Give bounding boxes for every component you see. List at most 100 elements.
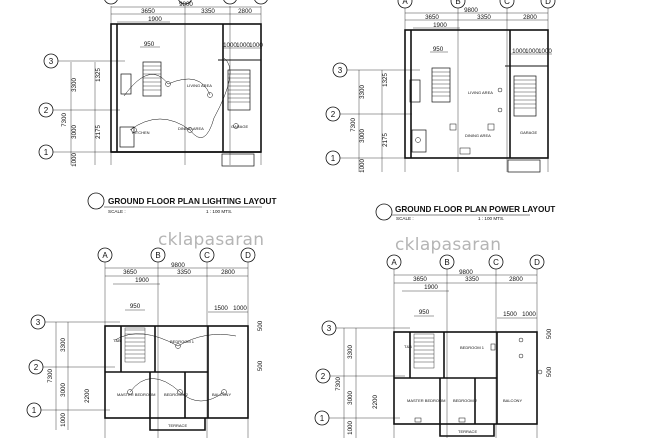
row-grid-bubbles: 3 2 1 xyxy=(26,314,120,418)
room-label: GARAGE xyxy=(520,130,537,135)
room-label: LIVING AREA xyxy=(187,83,212,88)
dim-label: 1000 xyxy=(249,42,263,49)
plan-ground-power: A B C D 3 2 1 9800 3650 3350 2800 190 xyxy=(325,0,556,221)
power-outlets xyxy=(415,87,503,155)
dim-label: 1325 xyxy=(95,68,102,82)
stair xyxy=(432,71,536,109)
column-grid-label: B xyxy=(455,0,460,6)
dim-label: 2800 xyxy=(523,14,537,21)
lighting-circuit xyxy=(114,333,237,402)
dim-label: 1900 xyxy=(135,277,149,284)
walls xyxy=(110,23,262,167)
dim-label: 1500 xyxy=(214,305,228,312)
dim-label: 2200 xyxy=(84,389,91,403)
room-label: KITCHEN xyxy=(132,130,150,135)
room-label: MASTER BEDROOM xyxy=(117,392,155,397)
watermark: cklapasaran xyxy=(395,235,501,255)
dim-label: 950 xyxy=(144,41,155,48)
row-grid-label: 2 xyxy=(321,372,326,381)
dimension-strings: 9800 3650 3350 2800 1900 950 1500 1000 7… xyxy=(47,262,264,430)
dim-label: 3350 xyxy=(177,269,191,276)
room-label: BALCONY xyxy=(212,392,231,397)
dim-label: 3000 xyxy=(359,129,366,143)
dim-label: 2800 xyxy=(509,276,523,283)
power-outlets xyxy=(414,337,543,423)
dim-label: 2800 xyxy=(238,8,252,15)
row-grid-label: 3 xyxy=(327,324,332,333)
dim-label: 9800 xyxy=(179,1,193,8)
row-grid-label: 2 xyxy=(34,363,39,372)
walls xyxy=(404,29,549,173)
dim-label: 950 xyxy=(130,303,141,310)
walls xyxy=(104,325,249,431)
column-grid-label: B xyxy=(444,258,449,267)
column-grid-label: D xyxy=(245,251,251,260)
dim-label: 500 xyxy=(546,366,553,377)
lighting-circuit xyxy=(123,57,239,138)
room-label: BALCONY xyxy=(503,398,522,403)
room-label: BEDROOM 1 xyxy=(170,339,195,344)
walls xyxy=(393,331,538,437)
room-label: GARAGE xyxy=(231,124,248,129)
row-grid-label: 3 xyxy=(36,318,41,327)
dim-label: 1000 xyxy=(236,42,250,49)
dim-label: 1000 xyxy=(522,311,536,318)
room-label: DINING AREA xyxy=(465,133,491,138)
column-grid-label: C xyxy=(204,251,210,260)
title-block: GROUND FLOOR PLAN POWER LAYOUT SCALE : 1… xyxy=(375,203,555,221)
dim-label: 1000 xyxy=(347,421,354,435)
plan-ground-lighting: 3 2 1 9800 3650 3350 2800 1900 950 1000 … xyxy=(38,0,276,214)
row-grid-bubbles: 3 2 1 xyxy=(325,62,420,166)
row-grid-bubbles: 3 2 1 xyxy=(314,320,410,426)
stair xyxy=(413,333,435,369)
title-block: GROUND FLOOR PLAN LIGHTING LAYOUT SCALE … xyxy=(87,192,276,214)
room-label: TERRACE xyxy=(458,429,477,434)
dim-label: 2175 xyxy=(382,133,389,147)
dim-label: 950 xyxy=(433,46,444,53)
scale-label: SCALE : xyxy=(396,216,414,221)
dimension-strings: 9800 3650 3350 2800 1900 950 1000 1000 1… xyxy=(61,1,263,167)
dim-label: 3000 xyxy=(71,125,78,139)
dim-label: 9800 xyxy=(171,262,185,269)
dim-label: 1900 xyxy=(433,22,447,29)
column-grid-bubbles: A B C D xyxy=(397,0,556,172)
plan-second-lighting: A B C D 3 2 1 9800 3650 3350 2800 190 xyxy=(26,247,264,438)
dim-label: 3300 xyxy=(71,78,78,92)
dim-label: 1000 xyxy=(71,153,78,167)
row-grid-label: 1 xyxy=(44,148,49,157)
row-grid-label: 3 xyxy=(338,66,343,75)
dim-label: 7300 xyxy=(47,369,54,383)
dim-label: 3350 xyxy=(477,14,491,21)
row-grid-label: 1 xyxy=(331,154,336,163)
dimension-strings: 9800 3650 3350 2800 1900 950 1000 1000 1… xyxy=(350,7,552,173)
room-label: TERRACE xyxy=(168,423,187,428)
dim-label: 1325 xyxy=(382,73,389,87)
room-label: MASTER BEDROOM xyxy=(407,398,445,403)
dim-label: 3300 xyxy=(359,85,366,99)
dim-label: 1000 xyxy=(233,305,247,312)
room-label: T&B xyxy=(113,338,121,343)
dim-label: 1000 xyxy=(538,48,552,55)
row-grid-label: 2 xyxy=(331,110,336,119)
stair xyxy=(143,65,250,103)
column-grid-label: D xyxy=(534,258,540,267)
plan-title: GROUND FLOOR PLAN POWER LAYOUT xyxy=(395,205,555,214)
column-grid-label: D xyxy=(545,0,551,6)
column-grid-label: A xyxy=(102,251,108,260)
dim-label: 3650 xyxy=(425,14,439,21)
dim-label: 1000 xyxy=(512,48,526,55)
dim-label: 2175 xyxy=(95,125,102,139)
scale-label: SCALE : xyxy=(108,209,126,214)
plan-title: GROUND FLOOR PLAN LIGHTING LAYOUT xyxy=(108,197,276,206)
dim-label: 3000 xyxy=(60,383,67,397)
row-grid-label: 1 xyxy=(32,406,37,415)
dim-label: 9800 xyxy=(459,269,473,276)
dim-label: 3300 xyxy=(347,345,354,359)
room-label: BEDROOM 2 xyxy=(453,398,478,403)
scale-value: 1 : 100 MTS. xyxy=(478,216,504,221)
column-grid-label: A xyxy=(391,258,397,267)
dim-label: 1000 xyxy=(223,42,237,49)
dim-label: 500 xyxy=(546,328,553,339)
dim-label: 3650 xyxy=(123,269,137,276)
